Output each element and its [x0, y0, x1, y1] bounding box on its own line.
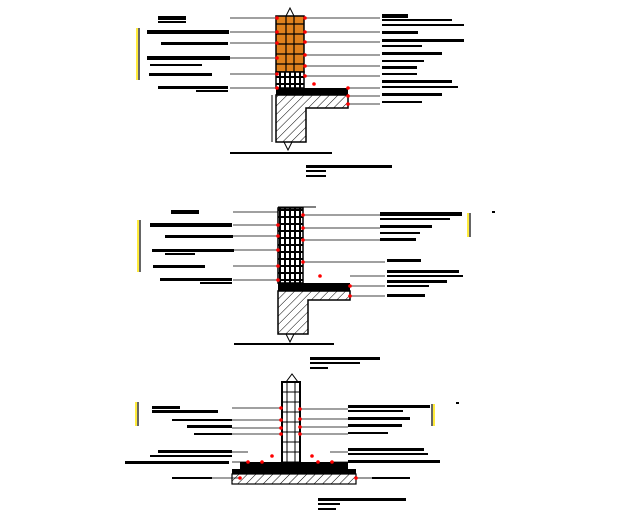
detail-2-section — [137, 206, 495, 369]
detail-2-right-leaders — [303, 214, 385, 297]
detail-2-right-bracket — [467, 211, 495, 237]
detail-1-section — [136, 6, 464, 177]
detail-3-footing — [231, 462, 357, 485]
detail-3-markers — [238, 406, 358, 480]
detail-2-markers — [276, 213, 352, 298]
detail-1-slab — [230, 88, 349, 154]
detail-1-right-labels — [382, 14, 464, 103]
detail-3-caption — [318, 498, 406, 510]
detail-3-right-bracket — [431, 402, 459, 426]
detail-1-wall — [275, 6, 305, 89]
detail-1-markers — [275, 16, 350, 106]
detail-3-left-labels — [125, 406, 232, 479]
detail-2-right-labels — [380, 212, 463, 297]
detail-2-slab — [234, 283, 351, 345]
detail-2-left-leaders — [233, 211, 278, 281]
detail-3-wall — [281, 373, 301, 471]
detail-2-caption — [310, 357, 380, 369]
detail-2-left-labels — [150, 210, 234, 284]
detail-2-left-bracket — [137, 220, 141, 272]
detail-1-left-bracket — [136, 28, 140, 80]
detail-1-caption — [306, 165, 392, 177]
detail-1-left-leaders — [230, 17, 277, 89]
detail-3-left-bracket — [135, 402, 139, 426]
detail-1-left-labels — [147, 16, 230, 92]
detail-3-section — [125, 373, 459, 510]
detail-1-right-leaders — [305, 17, 380, 105]
detail-3-right-labels — [348, 405, 440, 479]
detail-2-wall — [277, 206, 316, 284]
